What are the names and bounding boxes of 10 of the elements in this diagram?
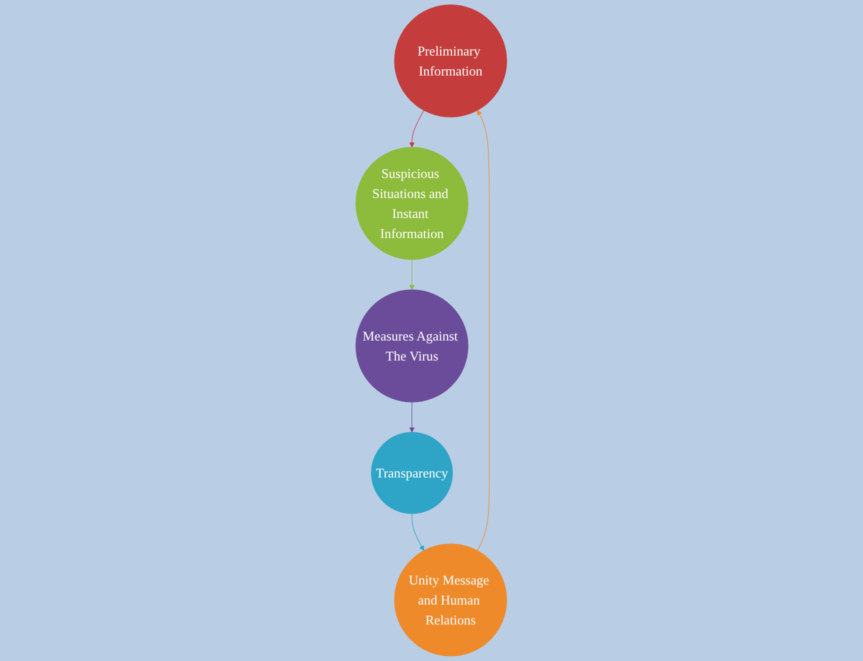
arrow <box>412 513 424 551</box>
arrow <box>410 259 415 290</box>
arrow <box>477 110 490 552</box>
arrow <box>410 110 424 148</box>
node-circle: Transparency <box>371 432 454 514</box>
node-circle: Unity Message and Human Relations <box>394 544 508 656</box>
arrow <box>410 402 415 433</box>
node-circle: Preliminary Information <box>394 4 508 118</box>
node-circle: Measures Against The Virus <box>356 290 469 402</box>
node-circle: Suspicious Situations and Instant Information <box>356 147 469 260</box>
